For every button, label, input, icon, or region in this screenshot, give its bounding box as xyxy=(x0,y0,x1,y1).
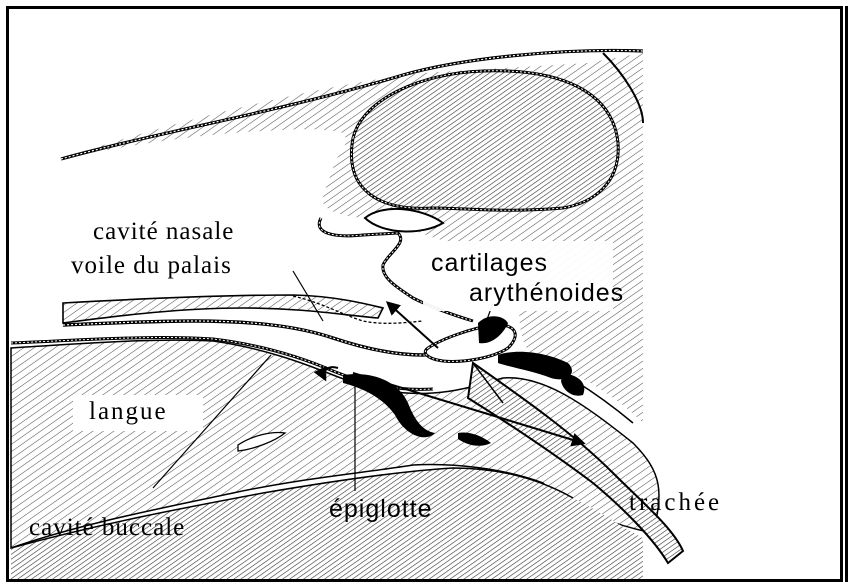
frame-right-edge xyxy=(845,6,848,582)
label-cartilages: cartilages xyxy=(431,251,548,276)
hard-palate xyxy=(63,295,383,323)
label-epiglotte: épiglotte xyxy=(329,497,433,522)
label-cavite-nasale: cavité nasale xyxy=(93,219,234,244)
label-trachee: trachée xyxy=(629,490,722,515)
label-cavite-buccale: cavité buccale xyxy=(29,515,185,540)
label-arythenoides: arythénoides xyxy=(469,281,624,306)
label-langue: langue xyxy=(89,399,168,424)
label-voile-du-palais: voile du palais xyxy=(71,253,232,278)
diagram-frame: cavité nasale voile du palais cartilages… xyxy=(6,6,843,582)
